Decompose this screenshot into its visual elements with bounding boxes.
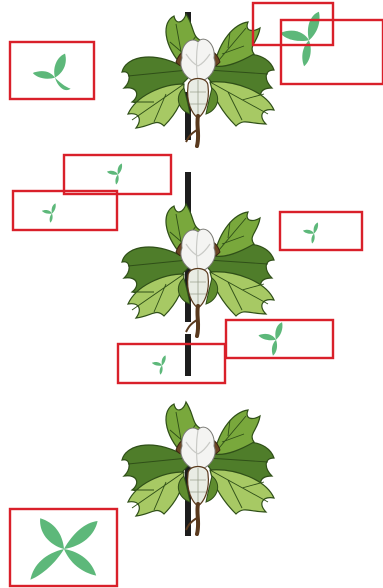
three-leaf-seedling-icon — [151, 355, 166, 375]
cotton-plant-bottom — [120, 400, 276, 536]
three-leaf-seedling-icon — [258, 322, 283, 356]
detection-box — [8, 507, 119, 588]
four-leaf-seedling-icon — [30, 518, 98, 580]
detection-box — [11, 189, 119, 232]
three-leaf-seedling-icon — [302, 222, 319, 244]
cotton-plant-top — [120, 12, 276, 148]
detection-boxes — [8, 1, 383, 588]
detection-box — [224, 318, 335, 360]
detection-box — [279, 18, 383, 86]
cotton-plant-middle — [120, 202, 276, 338]
detection-box — [278, 210, 364, 252]
cotton-plants — [120, 12, 276, 536]
detection-box — [116, 342, 227, 385]
three-leaf-seedling-icon — [41, 203, 56, 223]
three-leaf-seedling-icon — [106, 163, 123, 185]
detection-box — [8, 40, 96, 101]
two-leaf-seedling-icon — [32, 53, 71, 91]
detection-box — [251, 1, 335, 47]
